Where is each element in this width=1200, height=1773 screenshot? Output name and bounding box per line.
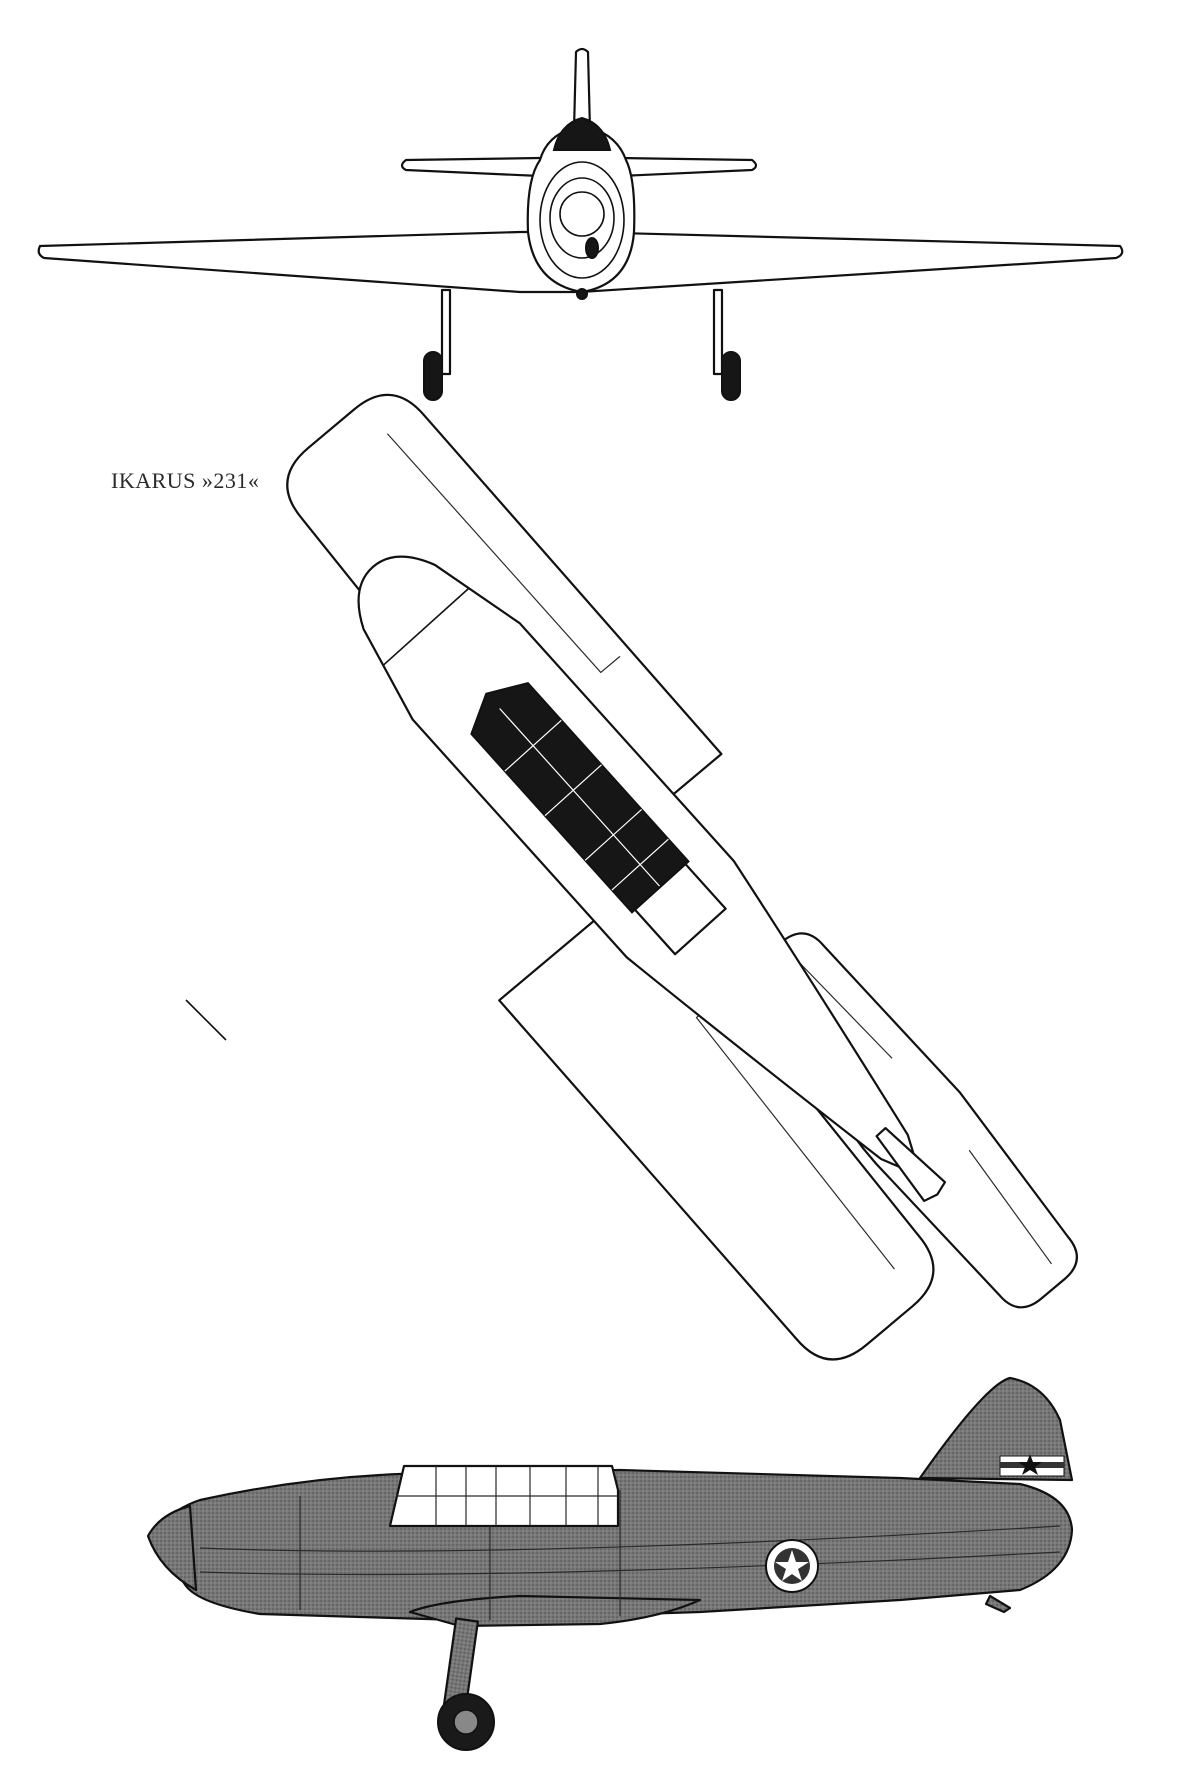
front-view [37, 47, 1124, 401]
front-view-fin [572, 47, 592, 132]
side-view-roundel [765, 1539, 819, 1593]
drawing-title: IKARUS »231« [111, 468, 260, 493]
front-view-cowl-ring-inner [549, 177, 615, 259]
top-view-pitot [185, 999, 227, 1041]
front-view-left-gear [423, 288, 452, 401]
top-view-canopy-frames [499, 708, 669, 891]
top-view-right-aileron [386, 433, 621, 674]
top-view-left-wing [498, 883, 935, 1361]
front-view-canopy [552, 116, 612, 151]
top-view-rudder [875, 1127, 947, 1203]
side-view-main-gear [437, 1617, 495, 1751]
side-view-tailwheel [984, 1594, 1012, 1614]
front-view-right-gear [712, 288, 741, 401]
top-view-rear-cockpit [633, 863, 727, 956]
front-view-cowl-ring [539, 161, 625, 279]
side-view-fin-flag [999, 1454, 1065, 1477]
side-view-fuselage [148, 1468, 1074, 1622]
front-view-tailwheel [576, 288, 588, 300]
front-view-oil-cooler [585, 237, 599, 259]
top-view [185, 393, 1078, 1361]
side-view [146, 1376, 1074, 1751]
side-view-wing [408, 1594, 702, 1628]
top-view-cowl-line [382, 587, 470, 667]
front-view-spinner [559, 191, 605, 237]
side-view-spinner [146, 1504, 198, 1592]
side-view-fin [918, 1376, 1074, 1482]
side-view-canopy-frames [396, 1466, 618, 1526]
top-view-elevator-lines [793, 957, 1053, 1265]
side-view-panel-lines [199, 1490, 1061, 1620]
